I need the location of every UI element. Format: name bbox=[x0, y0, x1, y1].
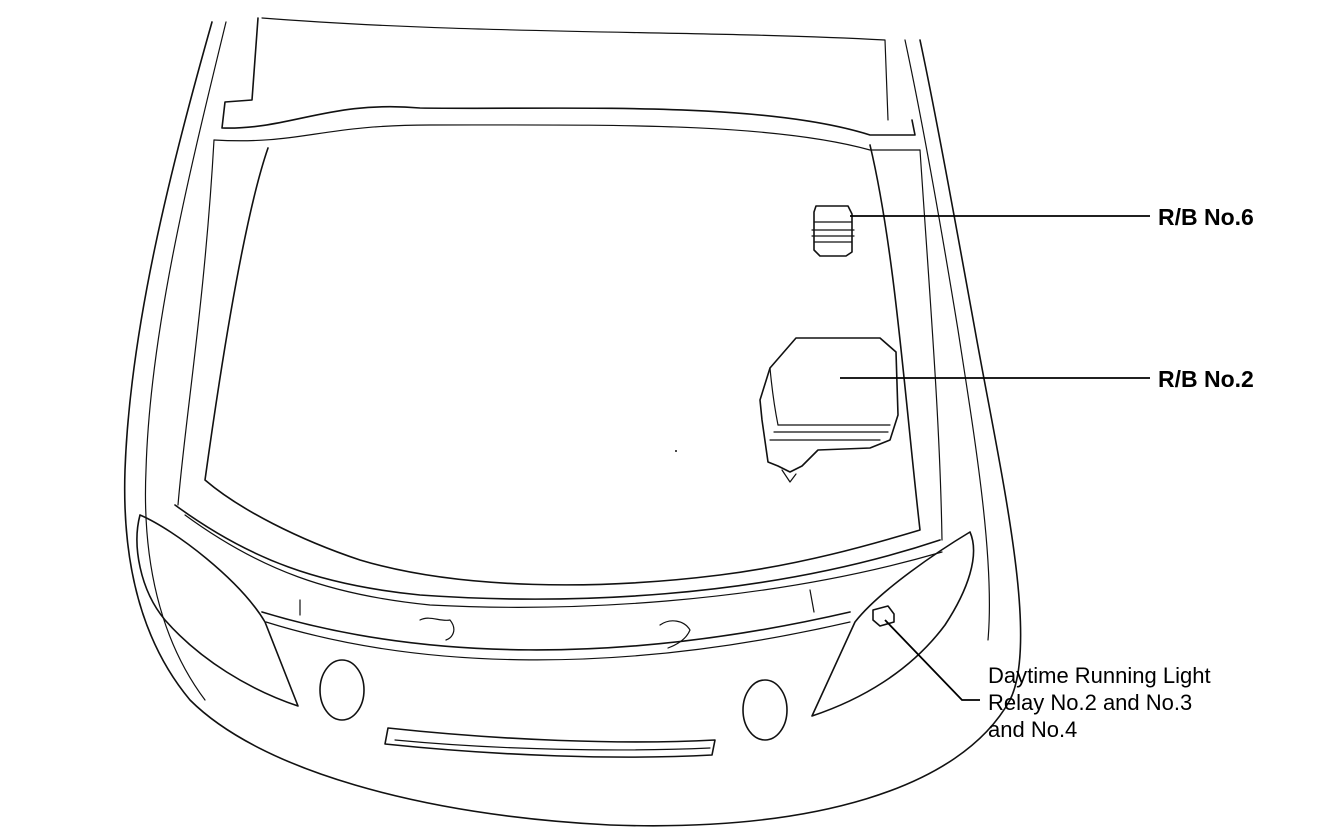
label-drl-line1: Daytime Running Light bbox=[988, 663, 1211, 688]
drl-relay bbox=[872, 605, 895, 627]
relay-block-no2 bbox=[759, 337, 899, 483]
label-rb6: R/B No.6 bbox=[1158, 204, 1254, 230]
speck bbox=[675, 450, 677, 452]
cowl bbox=[213, 17, 921, 151]
fog-lamp-left bbox=[319, 659, 365, 721]
leader-drl bbox=[884, 619, 980, 701]
label-drl-line3: and No.4 bbox=[988, 717, 1077, 742]
headlight-right bbox=[811, 531, 975, 717]
label-drl-line2: Relay No.2 and No.3 bbox=[988, 690, 1192, 715]
fog-lamp-right bbox=[742, 679, 788, 741]
label-rb2: R/B No.2 bbox=[1158, 366, 1254, 392]
lower-grille bbox=[384, 727, 716, 758]
relay-block-no6 bbox=[811, 205, 855, 257]
car-body bbox=[123, 21, 1022, 827]
headlight-left bbox=[136, 514, 299, 707]
front-end bbox=[174, 504, 943, 661]
hood-opening bbox=[177, 139, 943, 586]
